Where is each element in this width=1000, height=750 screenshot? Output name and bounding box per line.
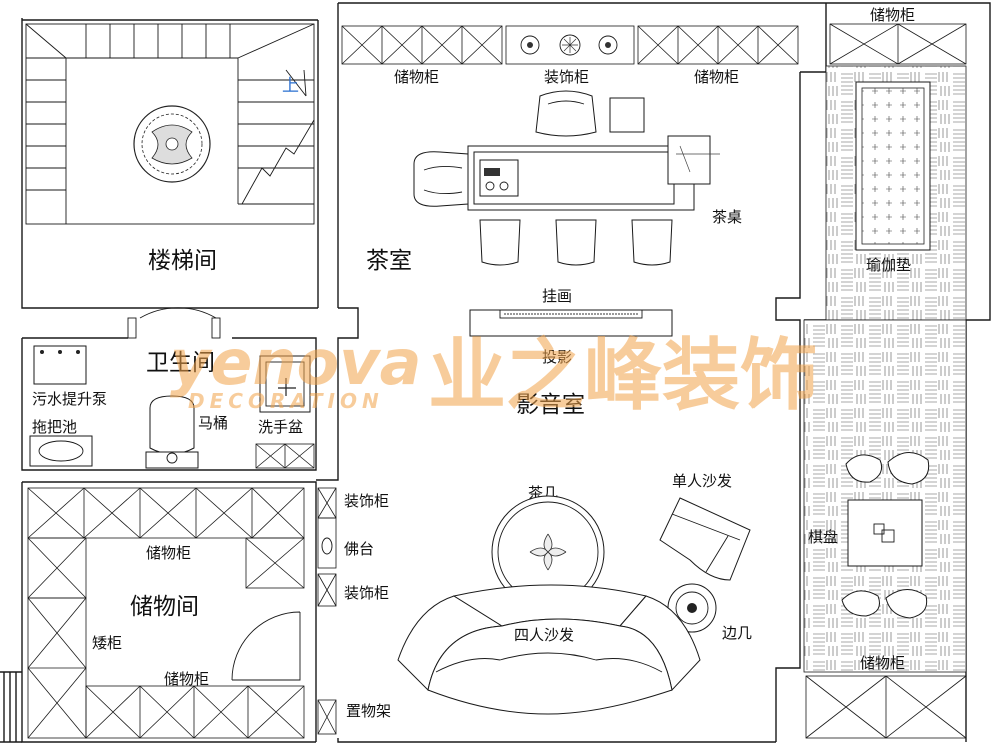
- room-label-stairwell: 楼梯间: [148, 248, 217, 274]
- stair-up-label: 上: [282, 76, 299, 96]
- four-seat-sofa: [397, 584, 701, 715]
- room-label-storage-room: 储物间: [130, 594, 199, 620]
- label-shrine: 佛台: [344, 540, 374, 558]
- room-label-bathroom: 卫生间: [146, 350, 215, 376]
- top-storage-cabinet-right: [637, 25, 799, 65]
- label-decor-cabinet-left-upper: 装饰柜: [344, 492, 389, 510]
- label-decor-cabinet-top: 装饰柜: [544, 68, 589, 86]
- label-toilet: 马桶: [198, 414, 228, 432]
- room-label-tea-room: 茶室: [366, 248, 412, 274]
- watermark-brand-sub: DECORATION: [188, 389, 384, 413]
- label-storage-cabinet-storage-room-bottom: 储物柜: [164, 670, 209, 688]
- staircase: 上: [25, 23, 315, 225]
- storage-room-cabinets: [27, 487, 305, 739]
- label-mop-sink: 拖把池: [32, 418, 77, 436]
- chess-table-set: [841, 452, 930, 619]
- yoga-mat: [855, 81, 931, 251]
- watermark-brand-cn: 业之峰装饰: [428, 331, 818, 421]
- label-tea-table: 茶桌: [712, 208, 742, 226]
- label-projector: 投影: [542, 348, 572, 366]
- label-decor-cabinet-left-lower: 装饰柜: [344, 584, 389, 602]
- label-single-sofa: 单人沙发: [672, 472, 732, 490]
- label-wash-basin: 洗手盆: [258, 418, 303, 436]
- label-storage-cabinet-top-left: 储物柜: [394, 68, 439, 86]
- right-top-storage-cabinet: [829, 23, 967, 65]
- watermark-brand-en: yenova: [170, 326, 421, 399]
- label-yoga-mat: 瑜伽垫: [866, 256, 911, 274]
- top-storage-cabinet-left: [341, 25, 503, 65]
- single-sofa: [659, 497, 751, 581]
- bathroom-fixtures: [29, 307, 315, 469]
- label-storage-cabinet-right-bottom: 储物柜: [860, 654, 905, 672]
- room-label-av-room: 影音室: [516, 392, 585, 418]
- label-low-cabinet: 矮柜: [92, 634, 122, 652]
- label-four-seat-sofa: 四人沙发: [514, 626, 574, 644]
- tea-table-set: [413, 90, 720, 266]
- stair-rug-icon: [133, 105, 211, 183]
- projection-screen: [469, 309, 673, 337]
- label-storage-cabinet-top-right: 储物柜: [694, 68, 739, 86]
- right-lower-floor-pattern: [803, 319, 967, 673]
- top-decor-cabinet: [505, 25, 635, 65]
- label-side-table: 边几: [722, 624, 752, 642]
- label-chess-board: 棋盘: [808, 528, 838, 546]
- watermark-logo: yenova DECORATION 业之峰装饰: [170, 326, 818, 421]
- right-bottom-storage-cabinet: [805, 675, 967, 739]
- label-painting: 挂画: [542, 287, 572, 305]
- label-sewage-pump: 污水提升泵: [32, 390, 107, 408]
- label-storage-cabinet-right-top: 储物柜: [870, 6, 915, 24]
- label-shelf: 置物架: [346, 702, 391, 720]
- left-wall-cabinets: [317, 487, 337, 735]
- outer-walls: [0, 2, 991, 743]
- label-storage-cabinet-storage-room-top: 储物柜: [146, 544, 191, 562]
- round-tea-table: [491, 495, 605, 609]
